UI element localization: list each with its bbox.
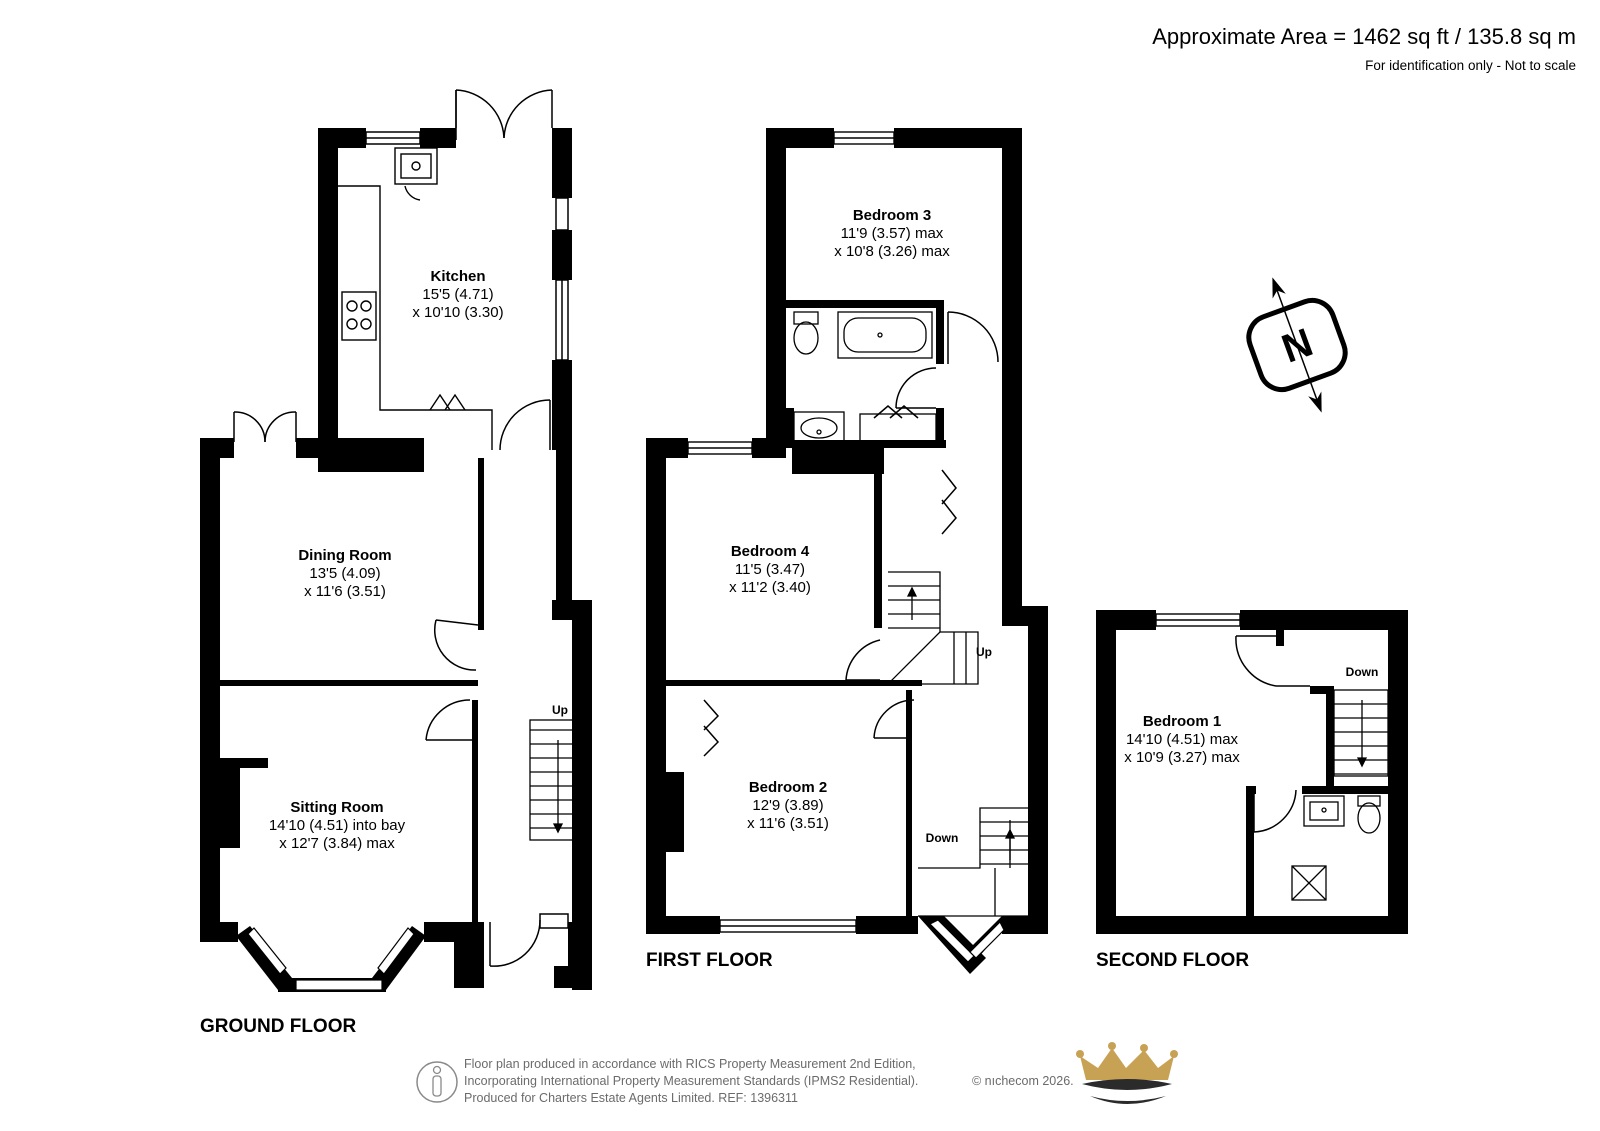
second-floor-walls xyxy=(1096,610,1408,934)
bedroom4-name: Bedroom 4 xyxy=(731,543,810,560)
first-floor-walls xyxy=(646,128,1048,934)
sitting-door xyxy=(425,699,472,741)
bedroom1-name: Bedroom 1 xyxy=(1143,713,1221,730)
kitchen-dim2: x 10'10 (3.30) xyxy=(412,304,503,321)
dining-name: Dining Room xyxy=(298,547,391,564)
first-stairs-down xyxy=(918,807,1028,917)
sitting-bay-window xyxy=(236,926,426,992)
hallway-walls xyxy=(454,600,592,990)
kitchen-window xyxy=(365,131,569,361)
bedroom1-dim2: x 10'9 (3.27) max xyxy=(1124,749,1240,766)
bedroom1-dim1: 14'10 (4.51) max xyxy=(1126,731,1239,748)
approximate-area: Approximate Area = 1462 sq ft / 135.8 sq… xyxy=(1152,24,1576,49)
first-stairs-up-label: Up xyxy=(976,645,992,659)
kitchen-back-door xyxy=(499,399,551,451)
first-floor-bay xyxy=(918,916,1014,974)
ground-floor: Kitchen 15'5 (4.71) x 10'10 (3.30) Dinin… xyxy=(200,89,592,1037)
bedroom3-dim1: 11'9 (3.57) max xyxy=(841,225,944,242)
bedroom3-dim2: x 10'8 (3.26) max xyxy=(834,243,950,260)
bedroom2-name: Bedroom 2 xyxy=(749,779,827,796)
bathroom-fixtures xyxy=(793,311,937,443)
first-stairs-up xyxy=(882,571,979,685)
footer-line3: Produced for Charters Estate Agents Limi… xyxy=(464,1091,798,1105)
bedroom2-dim2: x 11'6 (3.51) xyxy=(747,815,829,832)
scale-disclaimer: For identification only - Not to scale xyxy=(1365,58,1576,73)
first-floor-doors xyxy=(703,311,999,757)
footer-line1: Floor plan produced in accordance with R… xyxy=(464,1057,916,1071)
first-floor: Bedroom 3 11'9 (3.57) max x 10'8 (3.26) … xyxy=(646,128,1048,974)
bedroom3-name: Bedroom 3 xyxy=(853,207,931,224)
bedroom4-dim2: x 11'2 (3.40) xyxy=(729,579,811,596)
front-door xyxy=(489,913,569,967)
dining-french-doors xyxy=(233,411,297,443)
footer-line2: Incorporating International Property Mea… xyxy=(464,1074,918,1088)
dining-door xyxy=(433,619,479,671)
bedroom2-dim1: 12'9 (3.89) xyxy=(752,797,823,814)
dining-walls xyxy=(200,438,556,740)
second-floor-doors xyxy=(1235,635,1310,833)
kitchen-units xyxy=(338,147,493,450)
dining-dim2: x 11'6 (3.51) xyxy=(304,583,386,600)
second-floor-window xyxy=(1155,613,1241,627)
ground-stairs xyxy=(529,719,575,841)
first-floor-label: FIRST FLOOR xyxy=(646,950,773,971)
sitting-dim1: 14'10 (4.51) into bay xyxy=(269,817,406,834)
crown-logo-icon xyxy=(1076,1042,1178,1104)
kitchen-french-doors xyxy=(455,89,553,140)
kitchen-dim1: 15'5 (4.71) xyxy=(422,286,493,303)
person-icon xyxy=(416,1061,458,1103)
shower-room-fixtures xyxy=(1291,795,1381,901)
ground-stairs-up-label: Up xyxy=(552,703,568,717)
sitting-name: Sitting Room xyxy=(290,799,383,816)
second-floor-label: SECOND FLOOR xyxy=(1096,950,1249,971)
bedroom4-dim1: 11'5 (3.47) xyxy=(735,561,805,578)
second-stairs-down-label: Down xyxy=(1346,665,1379,679)
sitting-dim2: x 12'7 (3.84) max xyxy=(279,835,395,852)
footer: Floor plan produced in accordance with R… xyxy=(416,1042,1178,1105)
dining-dim1: 13'5 (4.09) xyxy=(309,565,380,582)
ground-floor-label: GROUND FLOOR xyxy=(200,1016,356,1037)
compass-icon: N xyxy=(1246,277,1348,413)
kitchen-name: Kitchen xyxy=(430,268,485,285)
second-stairs xyxy=(1333,689,1389,777)
kitchen-walls xyxy=(318,128,572,610)
first-stairs-down-label: Down xyxy=(926,831,959,845)
first-floor-windows xyxy=(687,131,895,933)
second-floor: Bedroom 1 14'10 (4.51) max x 10'9 (3.27)… xyxy=(1096,610,1408,971)
footer-copyright: © nıchecom 2026. xyxy=(972,1074,1074,1088)
